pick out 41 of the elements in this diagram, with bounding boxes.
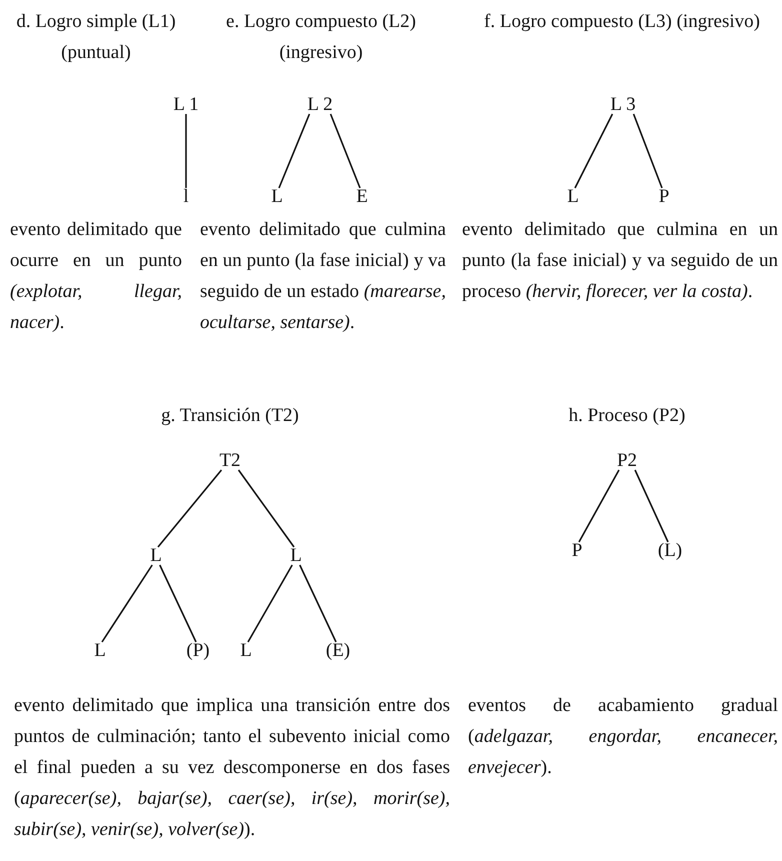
- tree-branch: [157, 470, 222, 548]
- tree-node-label: T2: [219, 450, 241, 472]
- tree-node-label: (P): [186, 640, 210, 662]
- heading: d. Logro simple (L1) (puntual): [15, 10, 177, 65]
- tree-node-label: L 2: [307, 94, 333, 116]
- tree-node-label: (L): [658, 540, 682, 562]
- description-text: evento delimitado que culmina en un punto (la fase inicial) y va seguido de un estado (marearse, ocultarse, sentarse).: [200, 218, 446, 335]
- tree-branch: [634, 470, 669, 542]
- tree-node-label: L: [150, 545, 162, 567]
- tree-node-label: P2: [616, 450, 638, 472]
- tree-node-label: P: [658, 186, 670, 208]
- description-text: eventos de acabamiento gradual (adelgazar, engordar, encanecer, envejecer).: [468, 694, 778, 780]
- tree-branch: [299, 564, 337, 642]
- heading: e. Logro compuesto (L2) (ingresivo): [225, 10, 417, 65]
- tree-branch: [247, 564, 293, 642]
- tree-branch: [278, 114, 310, 188]
- tree-node-label: L: [567, 186, 579, 208]
- description-text: evento delimitado que culmina en un punto (la fase inicial) y va seguido de un proceso (hervir, florecer, ver la costa).: [462, 218, 778, 304]
- tree-node-label: L 3: [610, 94, 636, 116]
- tree-node-label: (E): [326, 640, 350, 662]
- tree-branch: [185, 114, 187, 188]
- tree-node-label: L: [94, 640, 106, 662]
- tree-branch: [330, 114, 361, 188]
- tree-branch: [238, 470, 295, 548]
- tree-branch: [632, 114, 663, 188]
- tree-branch: [578, 470, 620, 542]
- tree-node-label: L 1: [173, 94, 199, 116]
- tree-node-label: L: [240, 640, 252, 662]
- tree-node-label: l: [183, 186, 189, 208]
- tree-branch: [101, 564, 153, 642]
- tree-node-label: L: [290, 545, 302, 567]
- tree-node-label: E: [356, 186, 368, 208]
- description-text: evento delimitado que implica una transición entre dos puntos de culminación; tanto el subevento inicial como el final pueden a su vez descomponerse en dos fases (aparecer(se), bajar(se), caer(se), ir(se), morir(se), subir(se), venir(se), volver(se)).: [14, 694, 450, 842]
- tree-branch: [159, 564, 197, 642]
- description-text: evento delimitado que ocurre en un punto (explotar, llegar, nacer).: [10, 218, 182, 335]
- tree-node-label: P: [572, 540, 582, 562]
- tree-node-label: L: [271, 186, 283, 208]
- heading: g. Transición (T2): [160, 404, 300, 428]
- heading: f. Logro compuesto (L3) (ingresivo): [483, 10, 761, 34]
- heading: h. Proceso (P2): [568, 404, 686, 428]
- tree-branch: [574, 114, 614, 188]
